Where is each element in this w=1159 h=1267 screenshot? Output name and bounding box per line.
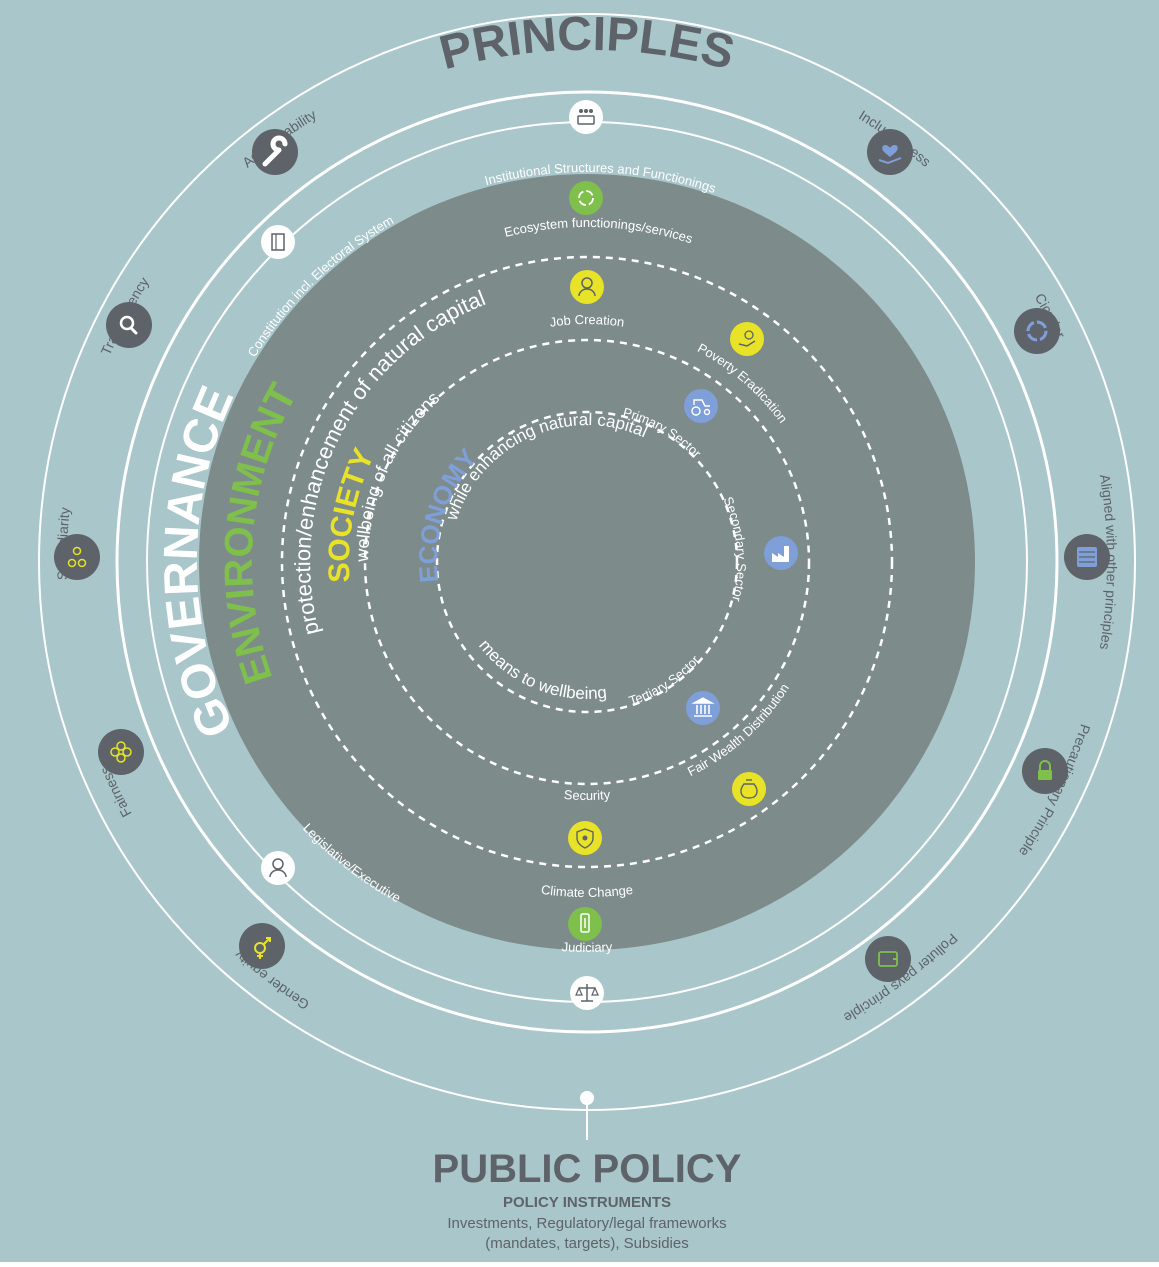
governance-ring-line	[115, 90, 1059, 1034]
person-icon	[261, 851, 295, 885]
center-ring-line	[435, 410, 739, 714]
society-ring-line	[280, 255, 894, 869]
policy-instruments-heading: POLICY INSTRUMENTS	[503, 1194, 671, 1211]
eco-cycle-icon	[569, 181, 603, 215]
cycle-icon	[1014, 308, 1060, 354]
money-bag-icon	[732, 772, 766, 806]
wallet-icon	[865, 936, 911, 982]
stack-icon	[1064, 534, 1110, 580]
economy-ring-line	[363, 338, 811, 786]
policy-instruments-line1: Investments, Regulatory/legal frameworks	[447, 1215, 726, 1232]
society-label-job-creation: Job Creation	[549, 312, 626, 330]
book-icon	[261, 225, 295, 259]
gender-icon	[239, 923, 285, 969]
worker-icon	[570, 270, 604, 304]
wrench-icon	[252, 129, 298, 175]
governance-icons	[261, 100, 604, 1010]
thermometer-icon	[568, 907, 602, 941]
hierarchy-icon	[54, 534, 100, 580]
tractor-icon	[684, 389, 718, 423]
shield-star-icon	[568, 821, 602, 855]
principle-icons	[54, 129, 1110, 982]
institution-icon	[569, 100, 603, 134]
core-circle	[199, 174, 975, 950]
bank-icon	[686, 691, 720, 725]
factory-icon	[764, 536, 798, 570]
governance-label-judiciary: Judiciary	[561, 939, 613, 955]
flower-icon	[98, 729, 144, 775]
scales-icon	[570, 976, 604, 1010]
magnifier-icon	[106, 302, 152, 348]
environment-label-climate: Climate Change	[540, 882, 634, 900]
hand-coin-icon	[730, 322, 764, 356]
society-label-security: Security	[563, 787, 611, 803]
heart-hand-icon	[867, 129, 913, 175]
policy-instruments-line2: (mandates, targets), Subsidies	[485, 1235, 688, 1252]
public-policy-title: PUBLIC POLICY	[433, 1147, 742, 1191]
lock-icon	[1022, 748, 1068, 794]
